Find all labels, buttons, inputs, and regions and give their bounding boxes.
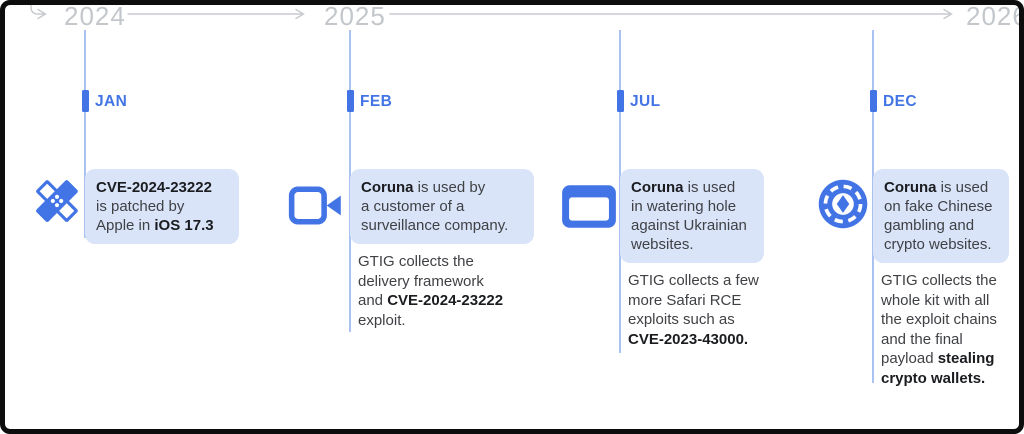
- timeline-axis-arrows: [30, 0, 953, 20]
- event-note: GTIG collects a few more Safari RCE expl…: [628, 272, 759, 348]
- month-label: FEB: [360, 93, 393, 110]
- event-box: Coruna is used in watering hole against …: [620, 169, 764, 263]
- month-tick: [347, 90, 354, 112]
- year-label-2025: 2025: [324, 1, 386, 31]
- elbow-connector: [30, 0, 45, 15]
- casino-chip-icon: [817, 178, 869, 230]
- bandage-healing-icon: [32, 176, 82, 226]
- browser-window-icon: [561, 184, 617, 229]
- arrowhead-icon: [943, 8, 953, 20]
- event-box: CVE-2024-23222 is patched by Apple in iO…: [85, 169, 239, 244]
- month-tick: [82, 90, 89, 112]
- event-note: GTIG collects the delivery framework and…: [358, 253, 504, 329]
- month-tick: [617, 90, 624, 112]
- month-label: JUL: [630, 93, 661, 110]
- month-tick: [870, 90, 877, 112]
- event-box: Coruna is used by a customer of a survei…: [350, 169, 534, 244]
- arrowhead-icon: [295, 8, 305, 20]
- milestone-vertical-line: [84, 30, 86, 238]
- event-box: Coruna is used on fake Chinese gambling …: [873, 169, 1009, 263]
- event-note: GTIG collects the whole kit with all the…: [881, 272, 997, 387]
- month-label: DEC: [883, 93, 917, 110]
- video-camera-icon: [287, 182, 345, 229]
- arrowhead-icon: [37, 8, 47, 20]
- year-label-2026: 2026: [966, 1, 1024, 31]
- month-label: JAN: [95, 93, 128, 110]
- year-label-2024: 2024: [64, 1, 126, 31]
